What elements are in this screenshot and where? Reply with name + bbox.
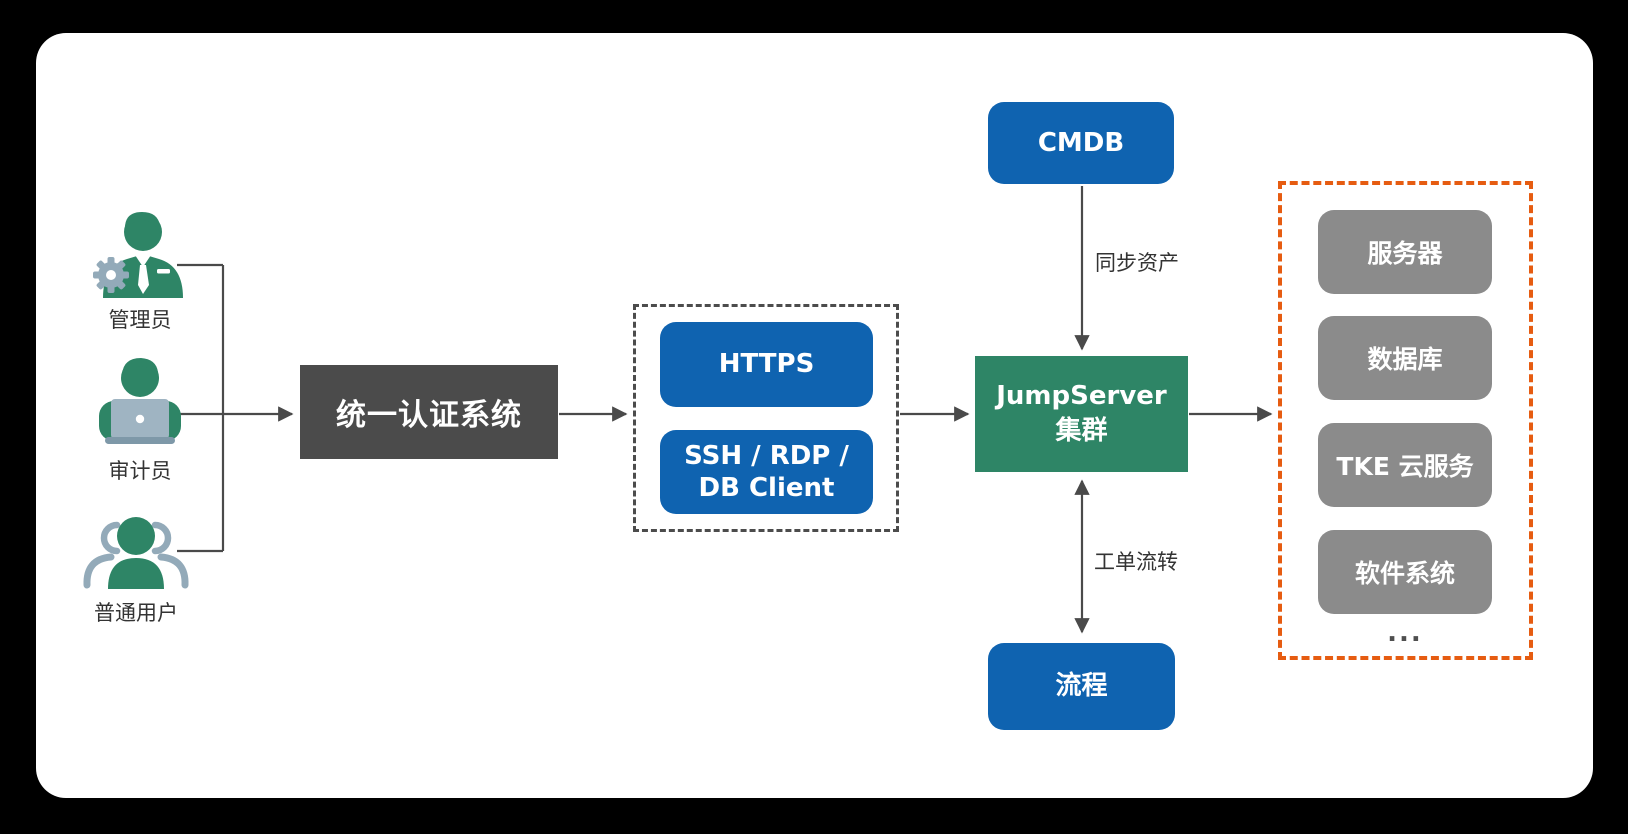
ticket-flow-edge-label: 工单流转 [1094,550,1178,574]
auth-system-label: 统一认证系统 [336,398,522,433]
ssh-rdp-db-label: SSH / RDP / DB Client [684,440,849,504]
user-role-label: 普通用户 [94,601,178,625]
asset-node-database: 数据库 [1318,316,1492,400]
ssh-rdp-db-node: SSH / RDP / DB Client [660,430,873,514]
jumpserver-cluster-node: JumpServer 集群 [975,356,1188,472]
asset-label: TKE 云服务 [1336,452,1474,481]
sync-assets-edge-label: 同步资产 [1095,251,1179,275]
user-role-label: 审计员 [108,459,172,483]
process-node: 流程 [988,643,1175,730]
cmdb-label: CMDB [1037,127,1125,158]
user-role-normal: 普通用户 [76,513,196,627]
https-label: HTTPS [718,349,815,380]
user-role-auditor: 审计员 [80,357,200,485]
auth-system-node: 统一认证系统 [300,365,558,459]
diagram-canvas: 管理员 审计员 普通用户 统一认证系统 HTTPS [36,33,1593,798]
assets-group-frame [1278,181,1533,660]
auditor-laptop-icon [99,358,181,444]
admin-gear-icon [93,212,183,298]
jumpserver-cluster-label: JumpServer 集群 [996,380,1167,446]
user-role-label: 管理员 [108,308,172,332]
asset-label: 数据库 [1367,345,1443,374]
protocols-group-frame [633,304,899,532]
asset-node-server: 服务器 [1318,210,1492,294]
asset-label: 软件系统 [1354,559,1455,588]
asset-label: 服务器 [1367,239,1443,268]
cmdb-node: CMDB [988,102,1174,184]
users-group-icon [83,517,189,589]
process-label: 流程 [1055,671,1108,702]
asset-node-tke-cloud: TKE 云服务 [1318,423,1492,507]
https-node: HTTPS [660,322,873,407]
user-role-admin: 管理员 [80,208,200,334]
asset-node-software: 软件系统 [1318,530,1492,614]
assets-ellipsis: ... [1387,618,1423,648]
